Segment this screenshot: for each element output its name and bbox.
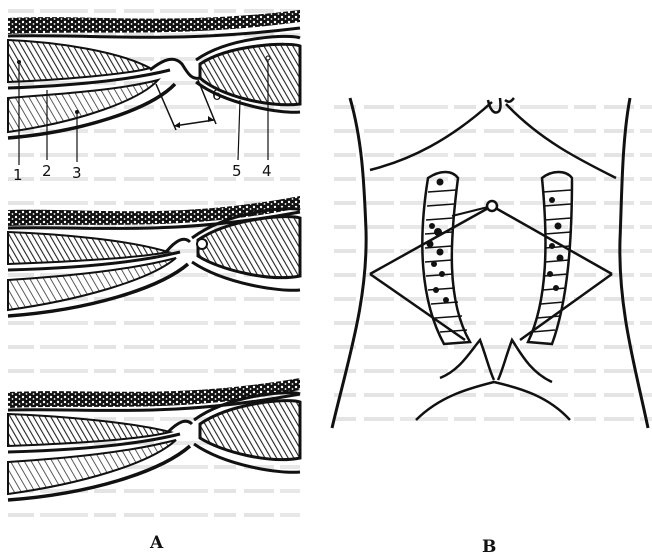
panel-b: B — [330, 98, 652, 554]
label-1: 1 — [13, 166, 23, 184]
label-4: 4 — [262, 162, 272, 180]
umbilicus — [487, 201, 497, 211]
panel-a: 1 2 3 4 5 6 — [8, 0, 300, 553]
label-2: 2 — [42, 162, 52, 180]
label-5: 5 — [232, 162, 242, 180]
background-text-bleed — [330, 98, 652, 428]
leader-dot-1 — [17, 60, 21, 64]
leader-dot-4 — [266, 56, 270, 60]
umbilical-ring — [197, 239, 207, 249]
label-6: 6 — [212, 86, 222, 104]
label-3: 3 — [72, 164, 82, 182]
leader-dot-3 — [75, 110, 79, 114]
caption-a: A — [149, 533, 164, 553]
caption-b: B — [482, 537, 496, 554]
